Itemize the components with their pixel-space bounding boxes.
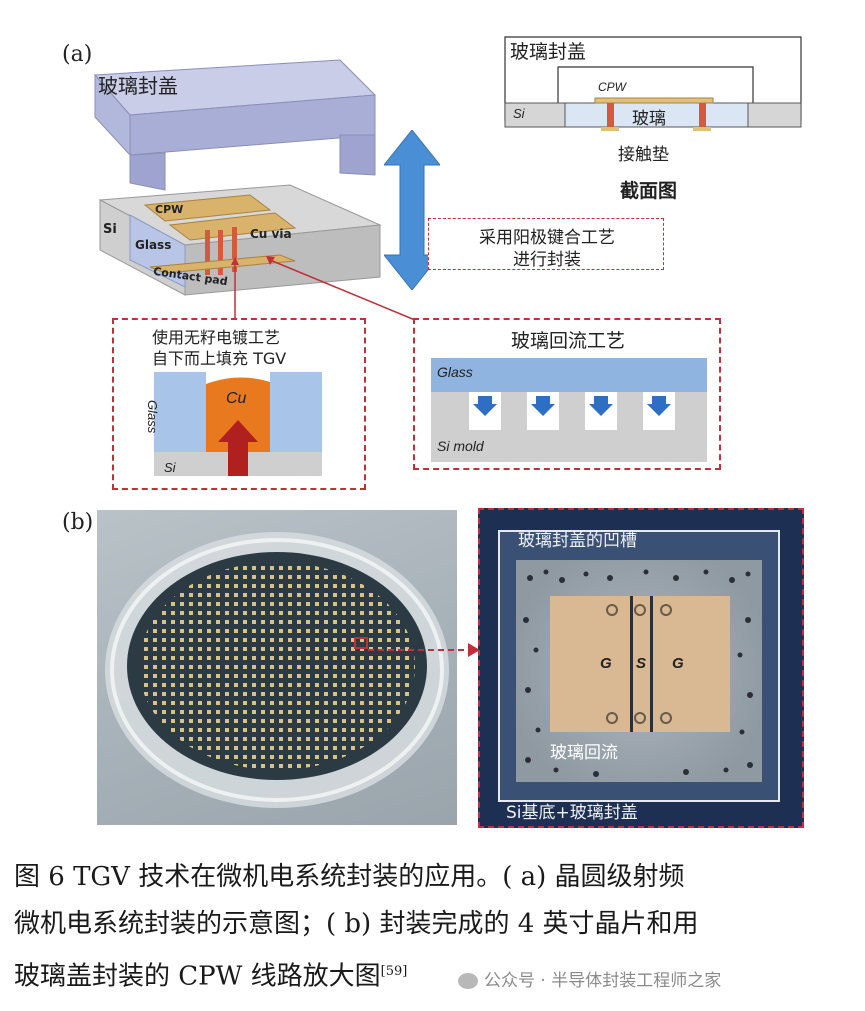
reflow-si-mold-label: Si mold (437, 438, 484, 454)
caption-line-1: 图 6 TGV 技术在微机电系统封装的应用。( a) 晶圆级射频 (14, 862, 685, 892)
cpw-gap-right (650, 596, 653, 732)
groove-label: 玻璃封盖的凹槽 (518, 531, 637, 551)
g-right-label: G (672, 655, 684, 672)
anodic-bonding-line2: 进行封装 (513, 250, 581, 270)
cpw-gap-left (630, 596, 633, 732)
section-contact-pad-label: 接触垫 (618, 145, 669, 165)
caption-line-2: 微机电系统封装的示意图；( b) 封装完成的 4 英寸晶片和用 (14, 909, 699, 939)
connector-lines (231, 256, 416, 321)
cpw-strip-1 (143, 194, 272, 222)
panel-b-label: (b) (62, 510, 94, 535)
via-rings (606, 604, 672, 724)
electroplating-diagram (154, 372, 322, 476)
si-3d-label: Si (103, 222, 117, 237)
lid-label: 玻璃封盖 (98, 74, 178, 98)
cu-via-3 (232, 227, 237, 272)
zoom-arrow (368, 643, 480, 657)
figure-caption: 图 6 TGV 技术在微机电系统封装的应用。( a) 晶圆级射频 微机电系统封装… (14, 854, 854, 1001)
package-3d-schematic (93, 59, 382, 296)
caption-line-3-text: 玻璃盖封装的 CPW 线路放大图 (14, 961, 381, 992)
cross-section-diagram (504, 36, 802, 131)
cu-via-3d-label: Cu via (250, 227, 292, 241)
section-si-label: Si (513, 106, 525, 121)
reflow-glass-label: Glass (437, 364, 473, 380)
g-left-label: G (600, 655, 612, 672)
electroplating-line1: 使用无籽电镀工艺 (152, 328, 281, 347)
section-cpw-label: CPW (598, 80, 626, 94)
electroplating-cu-label: Cu (226, 390, 247, 407)
wechat-icon (458, 973, 478, 989)
electroplating-glass-label: Glass (145, 400, 160, 434)
cu-via-2 (218, 230, 223, 275)
panel-a-label: (a) (62, 42, 93, 67)
lid-leg (339, 134, 376, 176)
wechat-watermark: 公众号 · 半导体封装工程师之家 (458, 966, 721, 991)
anodic-bonding-note: 采用阳极键合工艺 进行封装 (428, 218, 664, 270)
caption-line-3: 玻璃盖封装的 CPW 线路放大图[59] (14, 948, 854, 1001)
cpw-strip-2 (168, 212, 297, 241)
glass-3d-label: Glass (135, 238, 172, 252)
section-title: 截面图 (620, 180, 678, 202)
electroplating-box: 使用无籽电镀工艺 自下而上填充 TGV Glass Cu Si (112, 318, 366, 490)
reflow-diagram (431, 358, 707, 462)
reflow-title: 玻璃回流工艺 (510, 330, 625, 352)
watermark-text: 公众号 · 半导体封装工程师之家 (484, 971, 722, 991)
section-glass-label: 玻璃 (632, 109, 666, 129)
substrate-label: Si基底+玻璃封盖 (506, 803, 638, 823)
wafer-svg (105, 532, 449, 808)
caption-ref: [59] (380, 964, 408, 979)
section-lid-label: 玻璃封盖 (510, 41, 587, 63)
reflow-box: 玻璃回流工艺 Glass Si mold (413, 318, 721, 470)
electroplating-line2: 自下而上填充 TGV (152, 349, 287, 368)
bonding-arrow (384, 130, 440, 290)
cpw-zoom-photo: 玻璃封盖的凹槽 G S G 玻璃回流 Si基底+玻璃封盖 (478, 508, 804, 828)
cu-via-1 (205, 230, 210, 275)
lid-leg-left (129, 152, 166, 191)
s-label: S (636, 655, 647, 672)
cpw-pad (550, 596, 730, 732)
wafer-photo (97, 510, 457, 825)
anodic-bonding-line1: 采用阳极键合工艺 (479, 228, 615, 248)
cpw-3d-label: CPW (155, 203, 184, 216)
electroplating-si-label: Si (164, 460, 176, 475)
reflow-photo-label: 玻璃回流 (550, 743, 618, 763)
contact-pad-strip (149, 254, 296, 274)
